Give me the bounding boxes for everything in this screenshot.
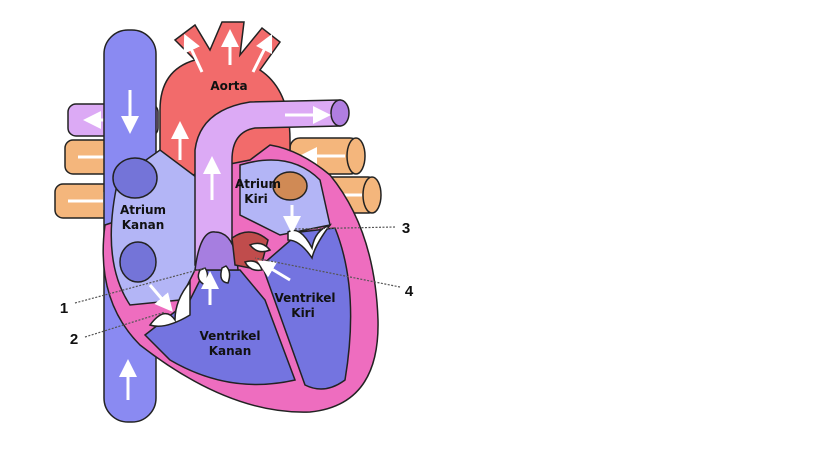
right-ventricle [143,269,297,386]
callout-4: 4 [405,283,414,300]
leader-line-1 [74,267,206,304]
label-atrium-kanan-1: Atrium [120,203,166,217]
label-ventrikel-kiri-2: Kiri [291,306,314,320]
pulmonary-vein-opening [272,171,308,201]
vena-cava-opening-lower [119,241,157,283]
label-ventrikel-kiri-1: Ventrikel [275,291,336,305]
flow-arrow [148,284,173,312]
label-ventrikel-kanan-2: Kanan [209,344,252,358]
vena-cava-opening [112,157,158,199]
label-atrium-kiri-1: Atrium [235,177,281,191]
left-ventricle [261,227,352,390]
label-atrium-kanan-2: Kanan [122,218,165,232]
label-aorta: Aorta [210,79,247,93]
callout-1: 1 [60,300,68,317]
label-ventrikel-kanan-1: Ventrikel [200,329,261,343]
pulmonary-artery [194,99,350,266]
label-atrium-kiri-2: Kiri [244,192,267,206]
flow-arrow [257,260,291,282]
callout-2: 2 [70,331,78,348]
callout-3: 3 [402,220,410,237]
leader-line-4 [254,257,401,288]
leader-line-3 [294,226,396,230]
